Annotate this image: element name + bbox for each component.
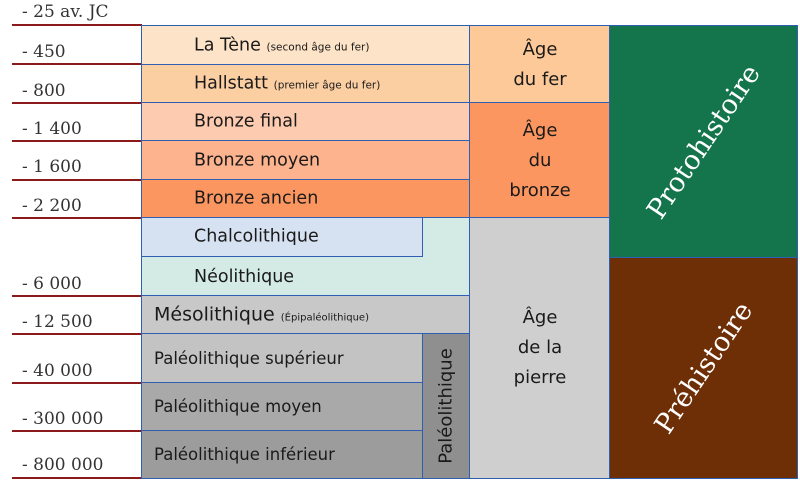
period-name: La Tène [194,34,261,55]
period-name: Paléolithique inférieur [154,444,335,464]
age-label-line: bronze [509,179,571,201]
age-label-line: Âge [522,119,558,141]
age-label-line: Âge [522,307,558,328]
period-chalcolithique: Chalcolithique [141,217,423,257]
date-label: - 300 000 [22,409,104,429]
period-bronze-final: Bronze final [141,102,470,142]
period-name: Chalcolithique [194,226,319,247]
age-du-fer: Âge du fer [469,25,611,104]
period-subtitle: (Épipaléolithique) [280,312,369,324]
period-name: Paléolithique [435,348,457,464]
period-bronze-moyen: Bronze moyen [141,140,470,181]
age-label-line: du [528,149,552,171]
period-name: Bronze final [194,111,298,132]
period-bronze-ancien: Bronze ancien [141,179,470,219]
period-name: Paléolithique supérieur [154,348,344,368]
period-hallstatt: Hallstatt (premier âge du fer) [141,64,470,104]
age-label-line: de la [517,337,563,358]
date-label: - 1 600 [22,157,82,177]
date-divider-line [12,382,142,384]
date-label: - 450 [22,42,66,62]
age-label-line: du fer [513,68,567,90]
age-label-line: pierre [513,367,567,388]
age-label-line: Âge [522,38,558,60]
date-label: - 25 av. JC [22,2,109,22]
date-label: - 800 [22,81,66,101]
era-name: Préhistoire [648,296,759,440]
era-prehistoire: Préhistoire [609,257,798,479]
date-divider-line [12,24,142,26]
period-name: Hallstatt [194,73,269,94]
period-name: Bronze ancien [194,188,319,209]
era-name: Protohistoire [640,59,767,225]
date-divider-line [12,102,142,104]
era-protohistoire: Protohistoire [609,25,798,259]
date-label: - 12 500 [22,312,93,332]
period-mesolithique: Mésolithique (Épipaléolithique) [141,295,470,335]
date-divider-line [12,477,142,479]
date-label: - 1 400 [22,119,82,139]
period-paleolithique-superieur: Paléolithique supérieur [141,333,424,384]
period-la-tene: La Tène (second âge du fer) [141,25,470,66]
date-divider-line [12,333,142,335]
date-label: - 2 200 [22,196,82,216]
date-divider-line [12,179,142,181]
date-divider-line [12,430,142,432]
date-label: - 800 000 [22,455,104,475]
date-label: - 40 000 [22,361,93,381]
period-name: Bronze moyen [194,149,321,170]
period-subtitle: (premier âge du fer) [273,79,381,92]
date-divider-line [12,140,142,142]
date-divider-line [12,295,142,297]
date-divider-line [12,63,142,65]
period-name: Mésolithique [154,303,275,326]
age-de-la-pierre: Âge de la pierre [469,217,611,479]
date-divider-line [12,217,142,219]
period-paleolithique: Paléolithique [422,333,470,479]
period-name: Paléolithique moyen [154,396,322,416]
period-paleolithique-moyen: Paléolithique moyen [141,382,424,432]
period-paleolithique-inferieur: Paléolithique inférieur [141,430,424,479]
date-label: - 6 000 [22,274,82,294]
period-name: Néolithique [194,267,295,287]
age-du-bronze: Âge du bronze [469,102,611,219]
period-subtitle: (second âge du fer) [266,40,370,53]
